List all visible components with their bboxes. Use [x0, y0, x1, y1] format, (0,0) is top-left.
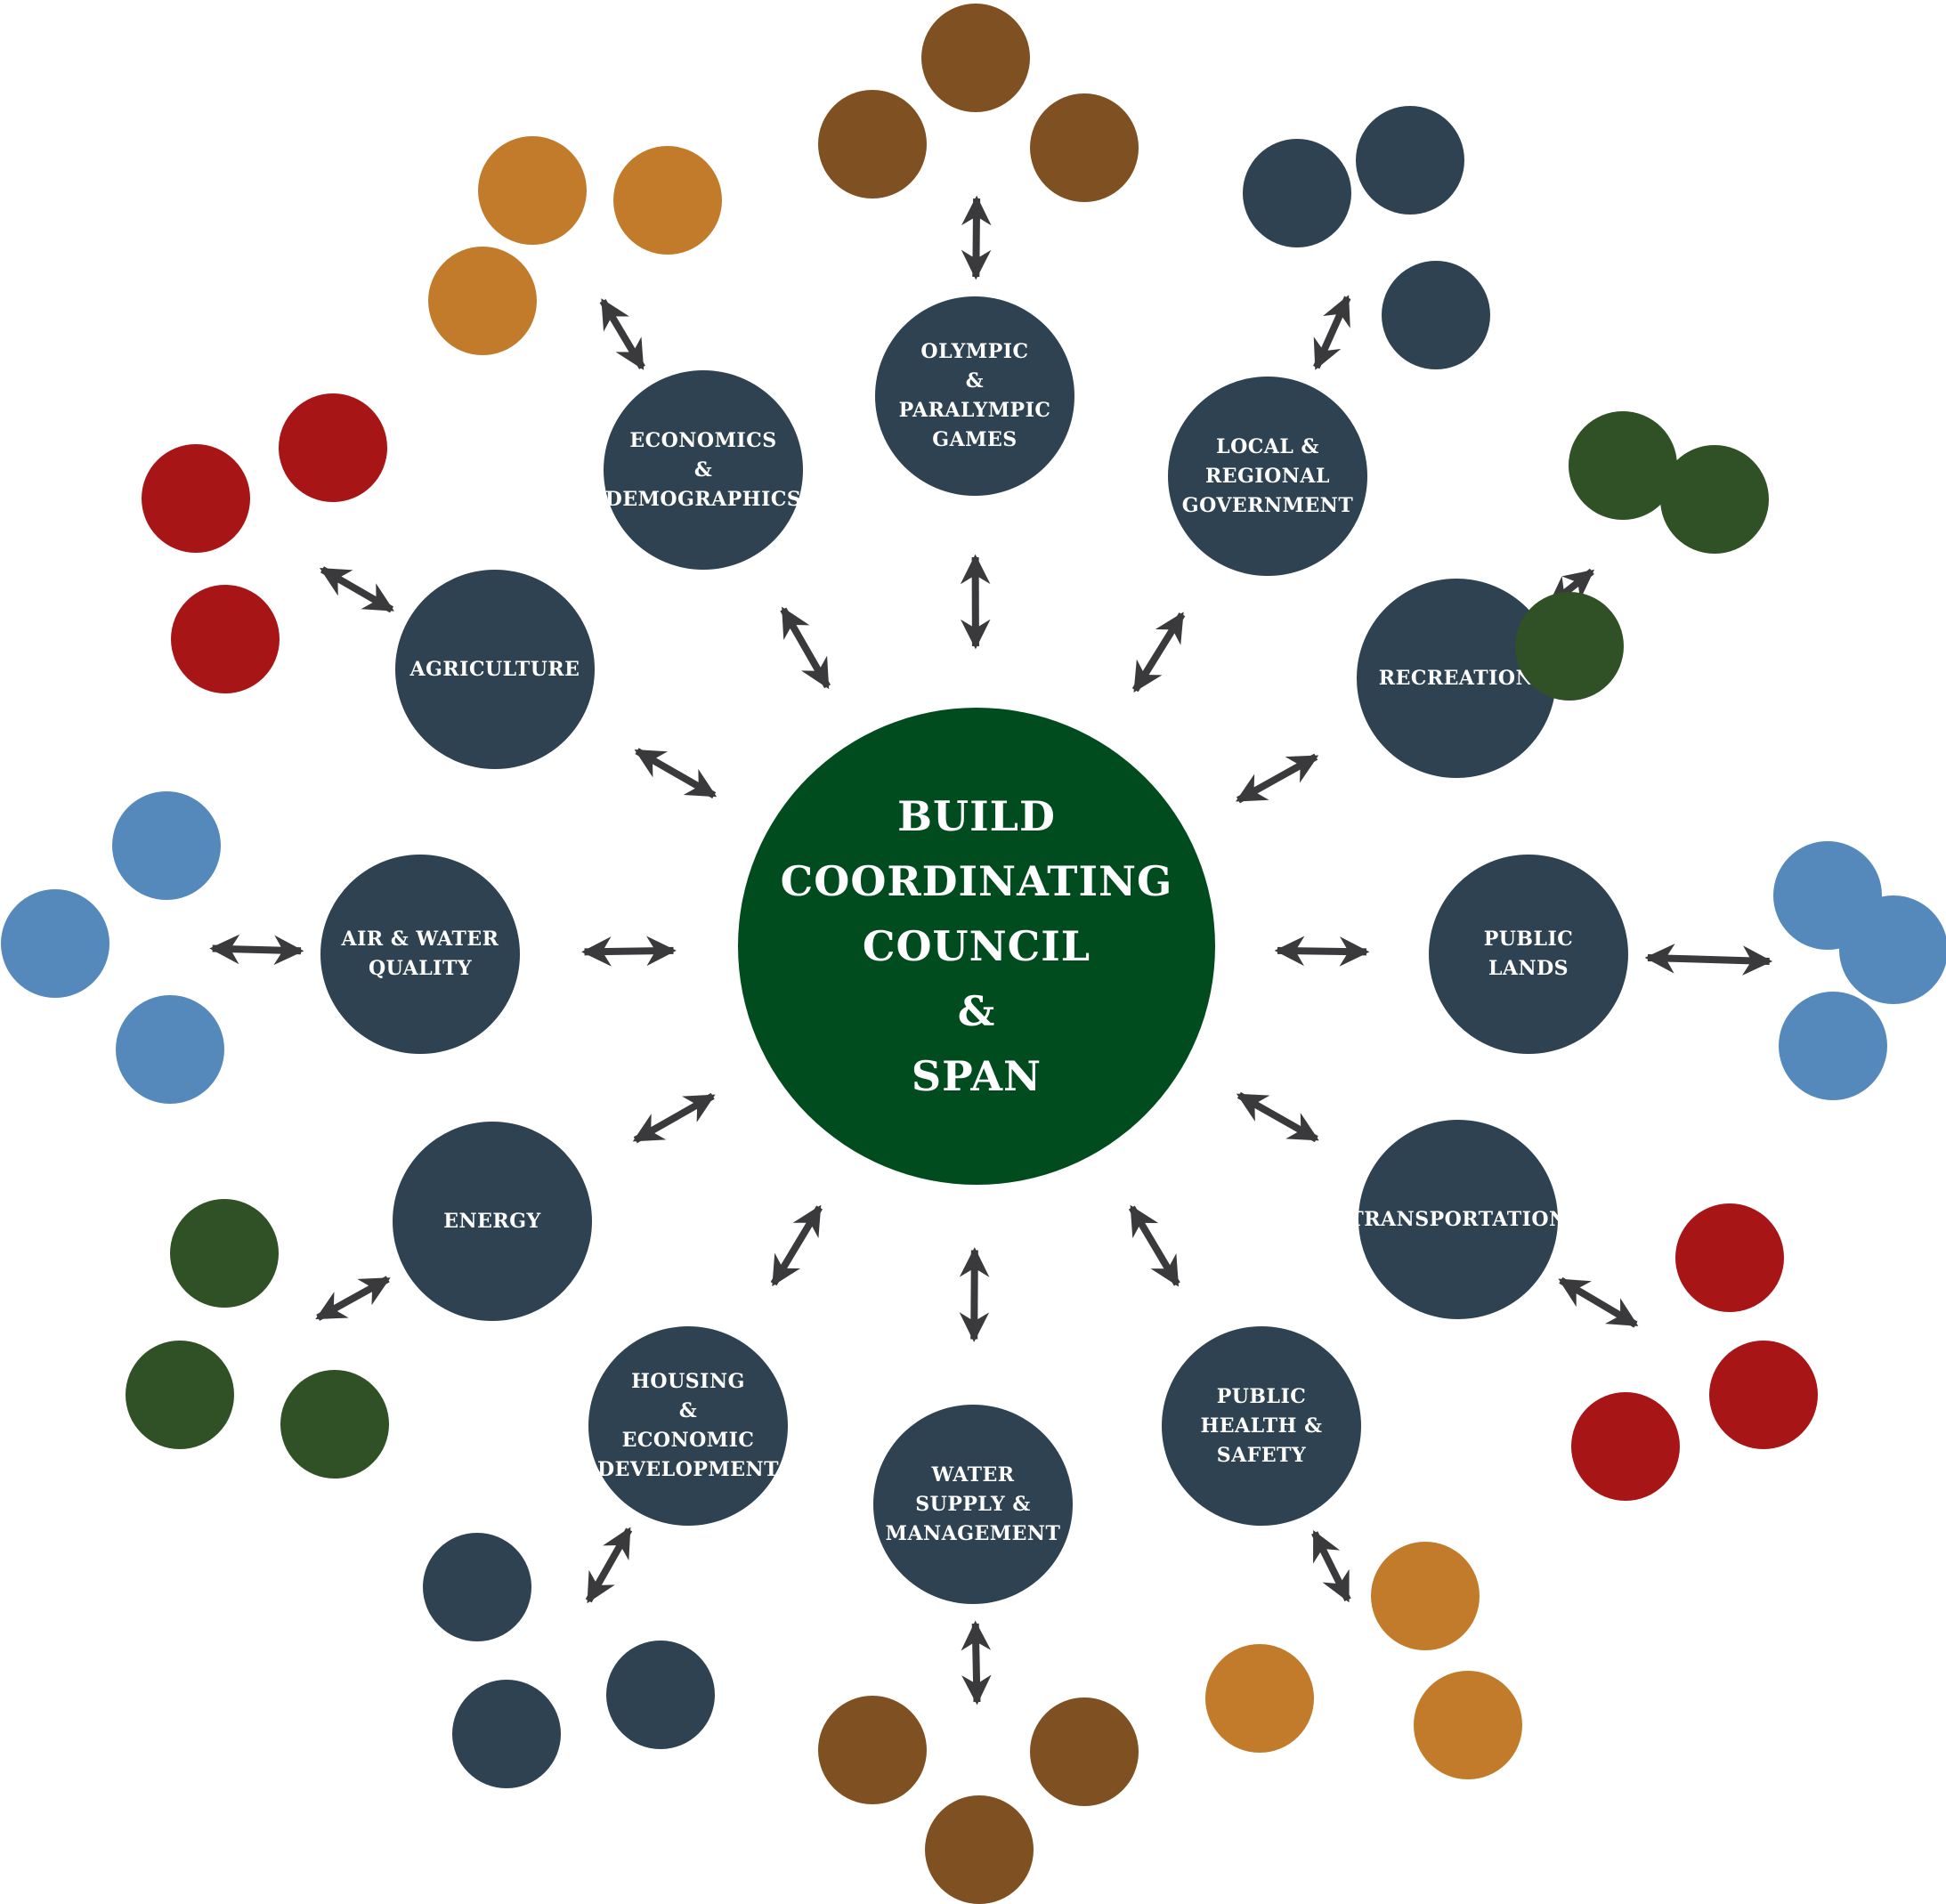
topic-public-lands[interactable]: PUBLIC LANDS [1429, 855, 1628, 1054]
stakeholder-dot-local-regional-government-2 [1356, 106, 1464, 215]
stakeholder-dot-local-regional-government-3 [1382, 261, 1490, 369]
topic-label: PUBLIC LANDS [1484, 925, 1574, 984]
topic-agriculture[interactable]: AGRICULTURE [395, 570, 595, 769]
stakeholder-dot-energy-1 [170, 1199, 279, 1308]
topic-label: WATER SUPPLY & MANAGEMENT [886, 1461, 1061, 1549]
arrow-hub-water-supply-management [974, 1250, 975, 1339]
arrow-cluster-transportation [1561, 1280, 1635, 1325]
arrow-hub-economics-demographics [783, 609, 828, 686]
stakeholder-dot-air-water-quality-3 [116, 995, 224, 1104]
topic-public-health-safety[interactable]: PUBLIC HEALTH & SAFETY [1162, 1326, 1361, 1526]
stakeholder-dot-agriculture-3 [171, 585, 280, 693]
stakeholder-dot-transportation-3 [1571, 1392, 1680, 1501]
stakeholder-dot-housing-economic-development-3 [452, 1680, 561, 1788]
arrow-cluster-air-water-quality [213, 949, 301, 952]
stakeholder-dot-water-supply-management-1 [818, 1696, 927, 1804]
stakeholder-dot-energy-2 [126, 1341, 234, 1449]
stakeholder-dot-recreation-3 [1515, 592, 1624, 701]
topic-label: AIR & WATER QUALITY [342, 925, 499, 984]
arrow-hub-public-health-safety [1131, 1208, 1177, 1284]
stakeholder-dot-public-health-safety-1 [1371, 1542, 1480, 1650]
stakeholder-dot-agriculture-1 [279, 393, 387, 502]
topic-label: PUBLIC HEALTH & SAFETY [1201, 1382, 1323, 1471]
stakeholder-dot-housing-economic-development-2 [606, 1641, 715, 1749]
topic-water-supply-management[interactable]: WATER SUPPLY & MANAGEMENT [873, 1405, 1073, 1604]
arrow-cluster-local-regional-government [1317, 297, 1348, 367]
central-hub-circle: BUILD COORDINATING COUNCIL & SPAN [738, 708, 1215, 1185]
stakeholder-dot-public-lands-2 [1839, 895, 1946, 1004]
arrow-cluster-olympic-paralympic-games [976, 199, 977, 277]
stakeholder-dot-economics-demographics-2 [613, 146, 722, 255]
stakeholder-dot-recreation-2 [1660, 445, 1769, 554]
arrow-hub-transportation [1239, 1095, 1317, 1138]
arrow-cluster-public-lands [1648, 958, 1770, 961]
stakeholder-dot-olympic-paralympic-games-3 [1030, 93, 1139, 202]
arrow-hub-housing-economic-development [774, 1207, 820, 1284]
arrow-cluster-agriculture [322, 570, 392, 610]
arrow-hub-local-regional-government [1135, 614, 1182, 690]
stakeholder-dot-olympic-paralympic-games-2 [818, 90, 927, 199]
stakeholder-dot-water-supply-management-3 [925, 1795, 1034, 1904]
stakeholder-dot-economics-demographics-3 [428, 247, 537, 355]
stakeholder-dot-transportation-1 [1675, 1203, 1784, 1312]
topic-olympic-paralympic-games[interactable]: OLYMPIC & PARALYMPIC GAMES [875, 296, 1074, 496]
arrow-hub-recreation [1238, 757, 1316, 800]
arrow-hub-agriculture [637, 751, 715, 796]
topic-label: RECREATION [1379, 664, 1534, 693]
topic-label: ENERGY [443, 1207, 540, 1236]
stakeholder-dot-agriculture-2 [142, 444, 250, 553]
stakeholder-dot-housing-economic-development-1 [423, 1533, 531, 1641]
stakeholder-dot-transportation-2 [1709, 1341, 1818, 1449]
stakeholder-dot-local-regional-government-1 [1243, 139, 1351, 247]
stakeholder-dot-public-health-safety-3 [1205, 1644, 1314, 1753]
stakeholder-dot-public-health-safety-2 [1414, 1671, 1522, 1779]
stakeholder-dot-air-water-quality-1 [112, 791, 221, 900]
stakeholder-dot-water-supply-management-2 [1030, 1697, 1139, 1806]
arrow-cluster-energy [318, 1279, 388, 1318]
stakeholder-dot-economics-demographics-1 [478, 136, 587, 245]
arrow-hub-energy [636, 1096, 713, 1139]
stakeholder-dot-olympic-paralympic-games-1 [921, 4, 1030, 112]
topic-housing-economic-development[interactable]: HOUSING & ECONOMIC DEVELOPMENT [588, 1326, 788, 1526]
stakeholder-dot-air-water-quality-2 [1, 889, 109, 998]
hub-label: BUILD COORDINATING COUNCIL & SPAN [781, 784, 1173, 1109]
arrow-cluster-water-supply-management [976, 1624, 977, 1702]
arrow-cluster-housing-economic-development [588, 1529, 629, 1600]
topic-label: TRANSPORTATION [1349, 1205, 1567, 1235]
arrow-cluster-economics-demographics [603, 301, 642, 368]
arrow-hub-air-water-quality [585, 951, 674, 952]
topic-label: OLYMPIC & PARALYMPIC GAMES [899, 337, 1051, 455]
arrow-hub-public-lands [1277, 951, 1366, 952]
topic-transportation[interactable]: TRANSPORTATION [1358, 1120, 1558, 1319]
topic-label: HOUSING & ECONOMIC DEVELOPMENT [597, 1367, 779, 1485]
topic-energy[interactable]: ENERGY [393, 1122, 592, 1321]
topic-local-regional-government[interactable]: LOCAL & REGIONAL GOVERNMENT [1168, 377, 1367, 576]
topic-label: LOCAL & REGIONAL GOVERNMENT [1182, 433, 1353, 521]
topic-label: ECONOMICS & DEMOGRAPHICS [605, 426, 802, 514]
stakeholder-dot-public-lands-3 [1779, 992, 1887, 1100]
arrow-cluster-public-health-safety [1315, 1533, 1348, 1600]
topic-label: AGRICULTURE [410, 655, 580, 685]
topic-air-water-quality[interactable]: AIR & WATER QUALITY [320, 855, 520, 1054]
stakeholder-dot-energy-3 [280, 1370, 389, 1479]
topic-economics-demographics[interactable]: ECONOMICS & DEMOGRAPHICS [604, 370, 803, 570]
